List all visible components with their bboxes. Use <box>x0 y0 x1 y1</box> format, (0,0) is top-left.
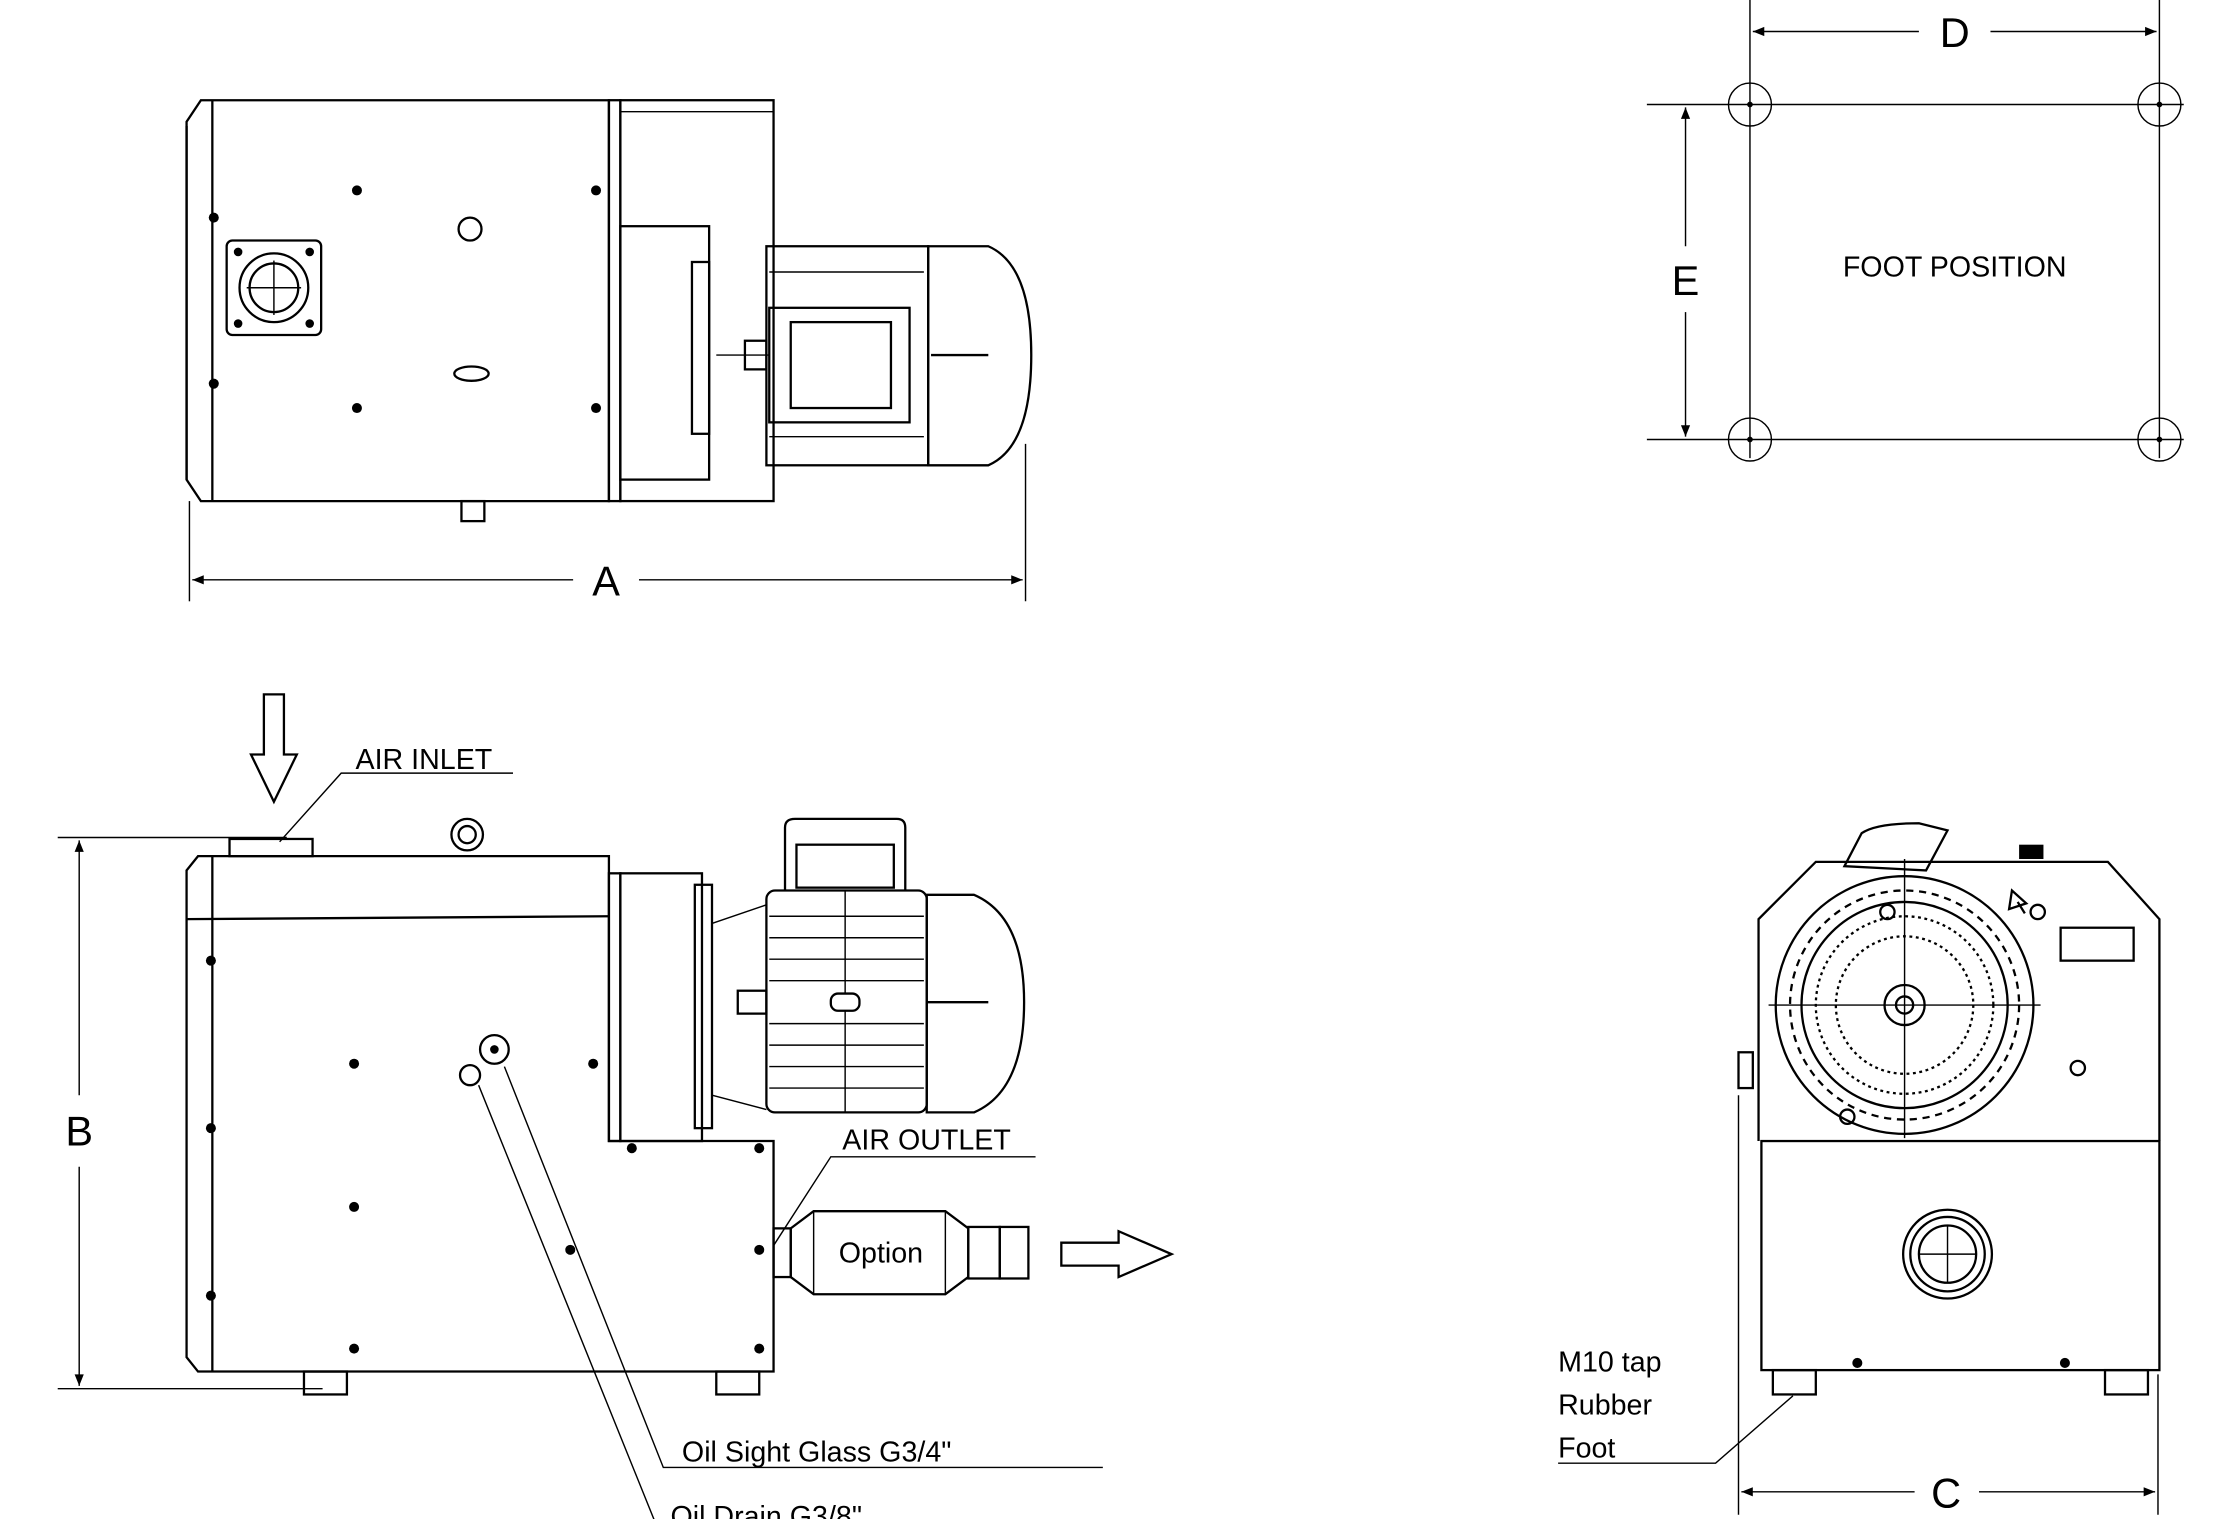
rotation-arrow-icon <box>2007 888 2029 915</box>
oil-sight-glass-icon <box>478 1033 510 1065</box>
oil-drain-icon <box>458 1064 482 1087</box>
foot-position-label: FOOT POSITION <box>1843 251 2067 283</box>
foot-position-view: D E FOOT POSITION <box>1646 0 2184 462</box>
motor-side <box>711 817 1026 1114</box>
eyebolt-icon <box>450 817 485 852</box>
foot-label-line3: Foot <box>1558 1432 1615 1464</box>
air-inlet-label: AIR INLET <box>356 744 493 776</box>
foot-label-line1: M10 tap <box>1558 1347 1661 1379</box>
foot-hole-icon <box>1727 82 2182 462</box>
oil-sight-glass-label: Oil Sight Glass G3/4" <box>682 1437 951 1469</box>
side-view: Option AIR INLET AIR OUTLET Oil Sight Gl… <box>57 693 1175 1519</box>
oil-drain-label: Oil Drain G3/8" <box>670 1501 862 1519</box>
dimension-a-label: A <box>592 558 620 605</box>
dimension-e-label: E <box>1672 257 1700 304</box>
terminal-box-icon <box>1842 822 1950 872</box>
dimension-d-label: D <box>1940 9 1970 56</box>
option-label: Option <box>839 1238 923 1270</box>
front-view: M10 tap Rubber Foot C <box>1558 822 2161 1517</box>
eyebolt-icon <box>457 216 483 242</box>
dimension-c-label: C <box>1931 1470 1961 1517</box>
inlet-arrow-icon <box>249 693 299 805</box>
outlet-port-icon <box>1901 1208 1994 1300</box>
outlet-arrow-icon <box>1060 1229 1175 1279</box>
oil-plug-icon <box>453 365 490 382</box>
motor-top <box>716 245 1033 467</box>
muffler-option: Option <box>772 1210 1030 1296</box>
top-view: A <box>185 99 1033 605</box>
inlet-flange-icon <box>225 239 323 337</box>
foot-label-line2: Rubber <box>1558 1389 1652 1421</box>
air-outlet-label: AIR OUTLET <box>842 1125 1011 1157</box>
dimension-b-label: B <box>65 1107 93 1154</box>
